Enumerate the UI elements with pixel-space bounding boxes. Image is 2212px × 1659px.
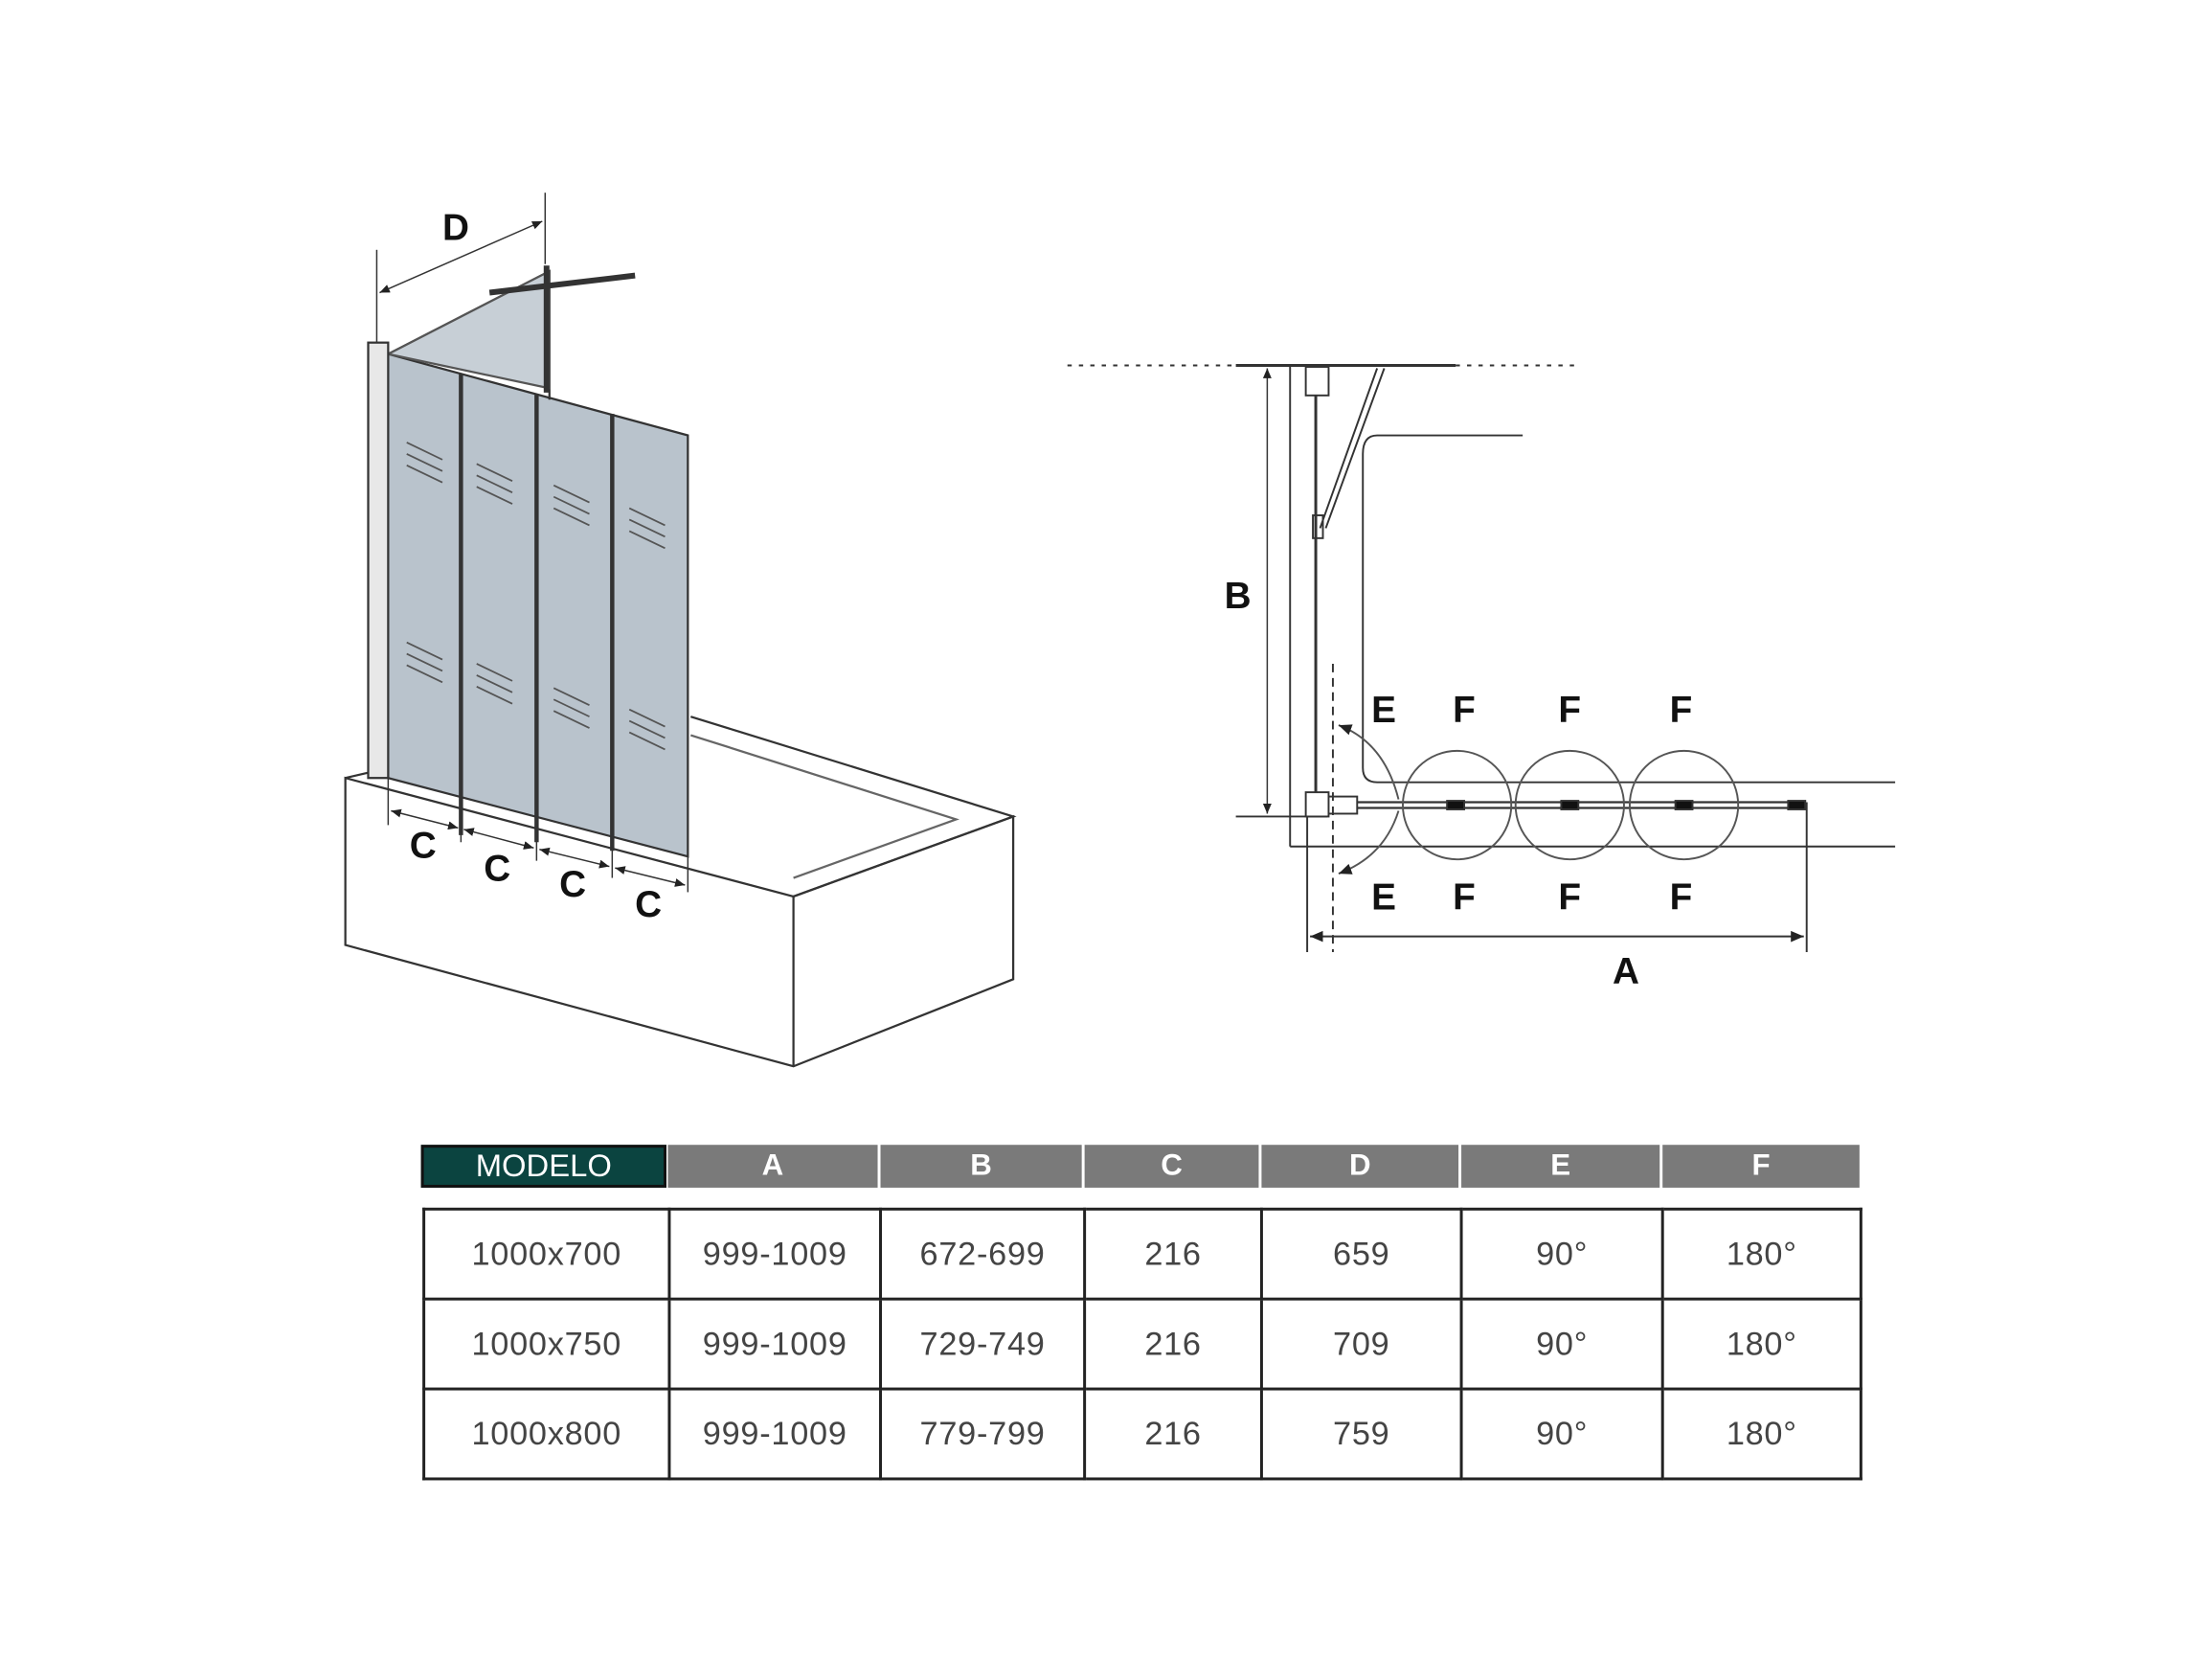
header-c: C: [1084, 1145, 1259, 1188]
cell-d: 759: [1259, 1387, 1463, 1481]
label-e-bottom: E: [1371, 876, 1396, 918]
table-row: 1000x700 999-1009 672-699 216 659 90° 18…: [422, 1207, 1862, 1301]
cell-f: 180°: [1660, 1207, 1862, 1301]
cell-b: 779-799: [879, 1387, 1087, 1481]
label-e-top: E: [1371, 690, 1396, 731]
label-c: C: [635, 884, 662, 925]
header-f: F: [1662, 1145, 1860, 1188]
label-f-bottom: F: [1670, 876, 1693, 918]
cell-e: 90°: [1459, 1387, 1664, 1481]
cell-f: 180°: [1660, 1387, 1862, 1481]
cell-b: 729-749: [879, 1297, 1087, 1391]
cell-b: 672-699: [879, 1207, 1087, 1301]
label-f-top: F: [1558, 690, 1581, 731]
label-c: C: [559, 864, 586, 905]
cell-c: 216: [1083, 1297, 1263, 1391]
label-c: C: [410, 826, 437, 867]
table-row: 1000x750 999-1009 729-749 216 709 90° 18…: [422, 1297, 1862, 1391]
header-modelo: MODELO: [420, 1145, 666, 1188]
cell-a: 999-1009: [667, 1387, 883, 1481]
label-c: C: [484, 849, 510, 890]
header-a: A: [667, 1145, 878, 1188]
label-a: A: [1613, 951, 1639, 992]
cell-d: 659: [1259, 1207, 1463, 1301]
label-f-bottom: F: [1453, 876, 1476, 918]
cell-e: 90°: [1459, 1297, 1664, 1391]
isometric-screen-drawing: [344, 193, 1017, 1068]
cell-c: 216: [1083, 1207, 1263, 1301]
cell-modelo: 1000x700: [422, 1207, 671, 1301]
cell-modelo: 1000x750: [422, 1297, 671, 1391]
diagrams: D C C C C B A E E F F: [344, 193, 1896, 1068]
header-b: B: [880, 1145, 1082, 1188]
label-d: D: [442, 207, 469, 248]
label-f-bottom: F: [1558, 876, 1581, 918]
dimensions-table: 1000x700 999-1009 672-699 216 659 90° 18…: [422, 1207, 1862, 1481]
cell-c: 216: [1083, 1387, 1263, 1481]
label-f-top: F: [1670, 690, 1693, 731]
header-d: D: [1261, 1145, 1459, 1188]
header-e: E: [1461, 1145, 1660, 1188]
cell-modelo: 1000x800: [422, 1387, 671, 1481]
label-b: B: [1225, 576, 1252, 617]
label-f-top: F: [1453, 690, 1476, 731]
cell-a: 999-1009: [667, 1297, 883, 1391]
table-row: 1000x800 999-1009 779-799 216 759 90° 18…: [422, 1387, 1862, 1481]
cell-f: 180°: [1660, 1297, 1862, 1391]
cell-e: 90°: [1459, 1207, 1664, 1301]
plan-view-drawing: [1067, 364, 1896, 953]
cell-a: 999-1009: [667, 1207, 883, 1301]
cell-d: 709: [1259, 1297, 1463, 1391]
